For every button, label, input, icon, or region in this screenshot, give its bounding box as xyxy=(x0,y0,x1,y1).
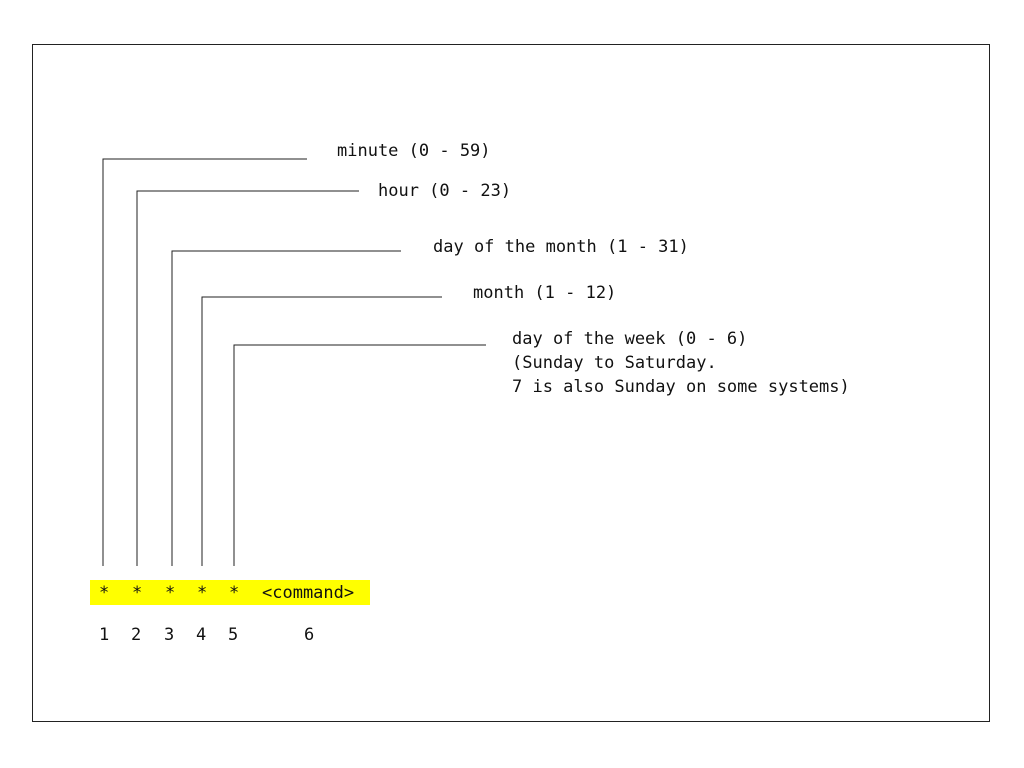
position-6: 6 xyxy=(304,625,315,645)
star-hour: * xyxy=(132,583,143,603)
label-day-of-week-note-2: 7 is also Sunday on some systems) xyxy=(512,377,850,397)
position-3: 3 xyxy=(164,625,175,645)
command-placeholder: <command> xyxy=(262,583,355,603)
position-2: 2 xyxy=(131,625,142,645)
star-minute: * xyxy=(99,583,110,603)
label-day-of-week: day of the week (0 - 6) xyxy=(512,329,748,349)
label-minute: minute (0 - 59) xyxy=(337,141,491,161)
position-4: 4 xyxy=(196,625,207,645)
label-month: month (1 - 12) xyxy=(473,283,617,303)
star-day-of-month: * xyxy=(165,583,176,603)
position-5: 5 xyxy=(228,625,239,645)
star-month: * xyxy=(197,583,208,603)
position-1: 1 xyxy=(99,625,110,645)
label-hour: hour (0 - 23) xyxy=(378,181,512,201)
expression-highlight xyxy=(90,580,370,605)
diagram-frame xyxy=(32,44,990,722)
label-day-of-month: day of the month (1 - 31) xyxy=(433,237,689,257)
label-day-of-week-note-1: (Sunday to Saturday. xyxy=(512,353,717,373)
star-day-of-week: * xyxy=(229,583,240,603)
